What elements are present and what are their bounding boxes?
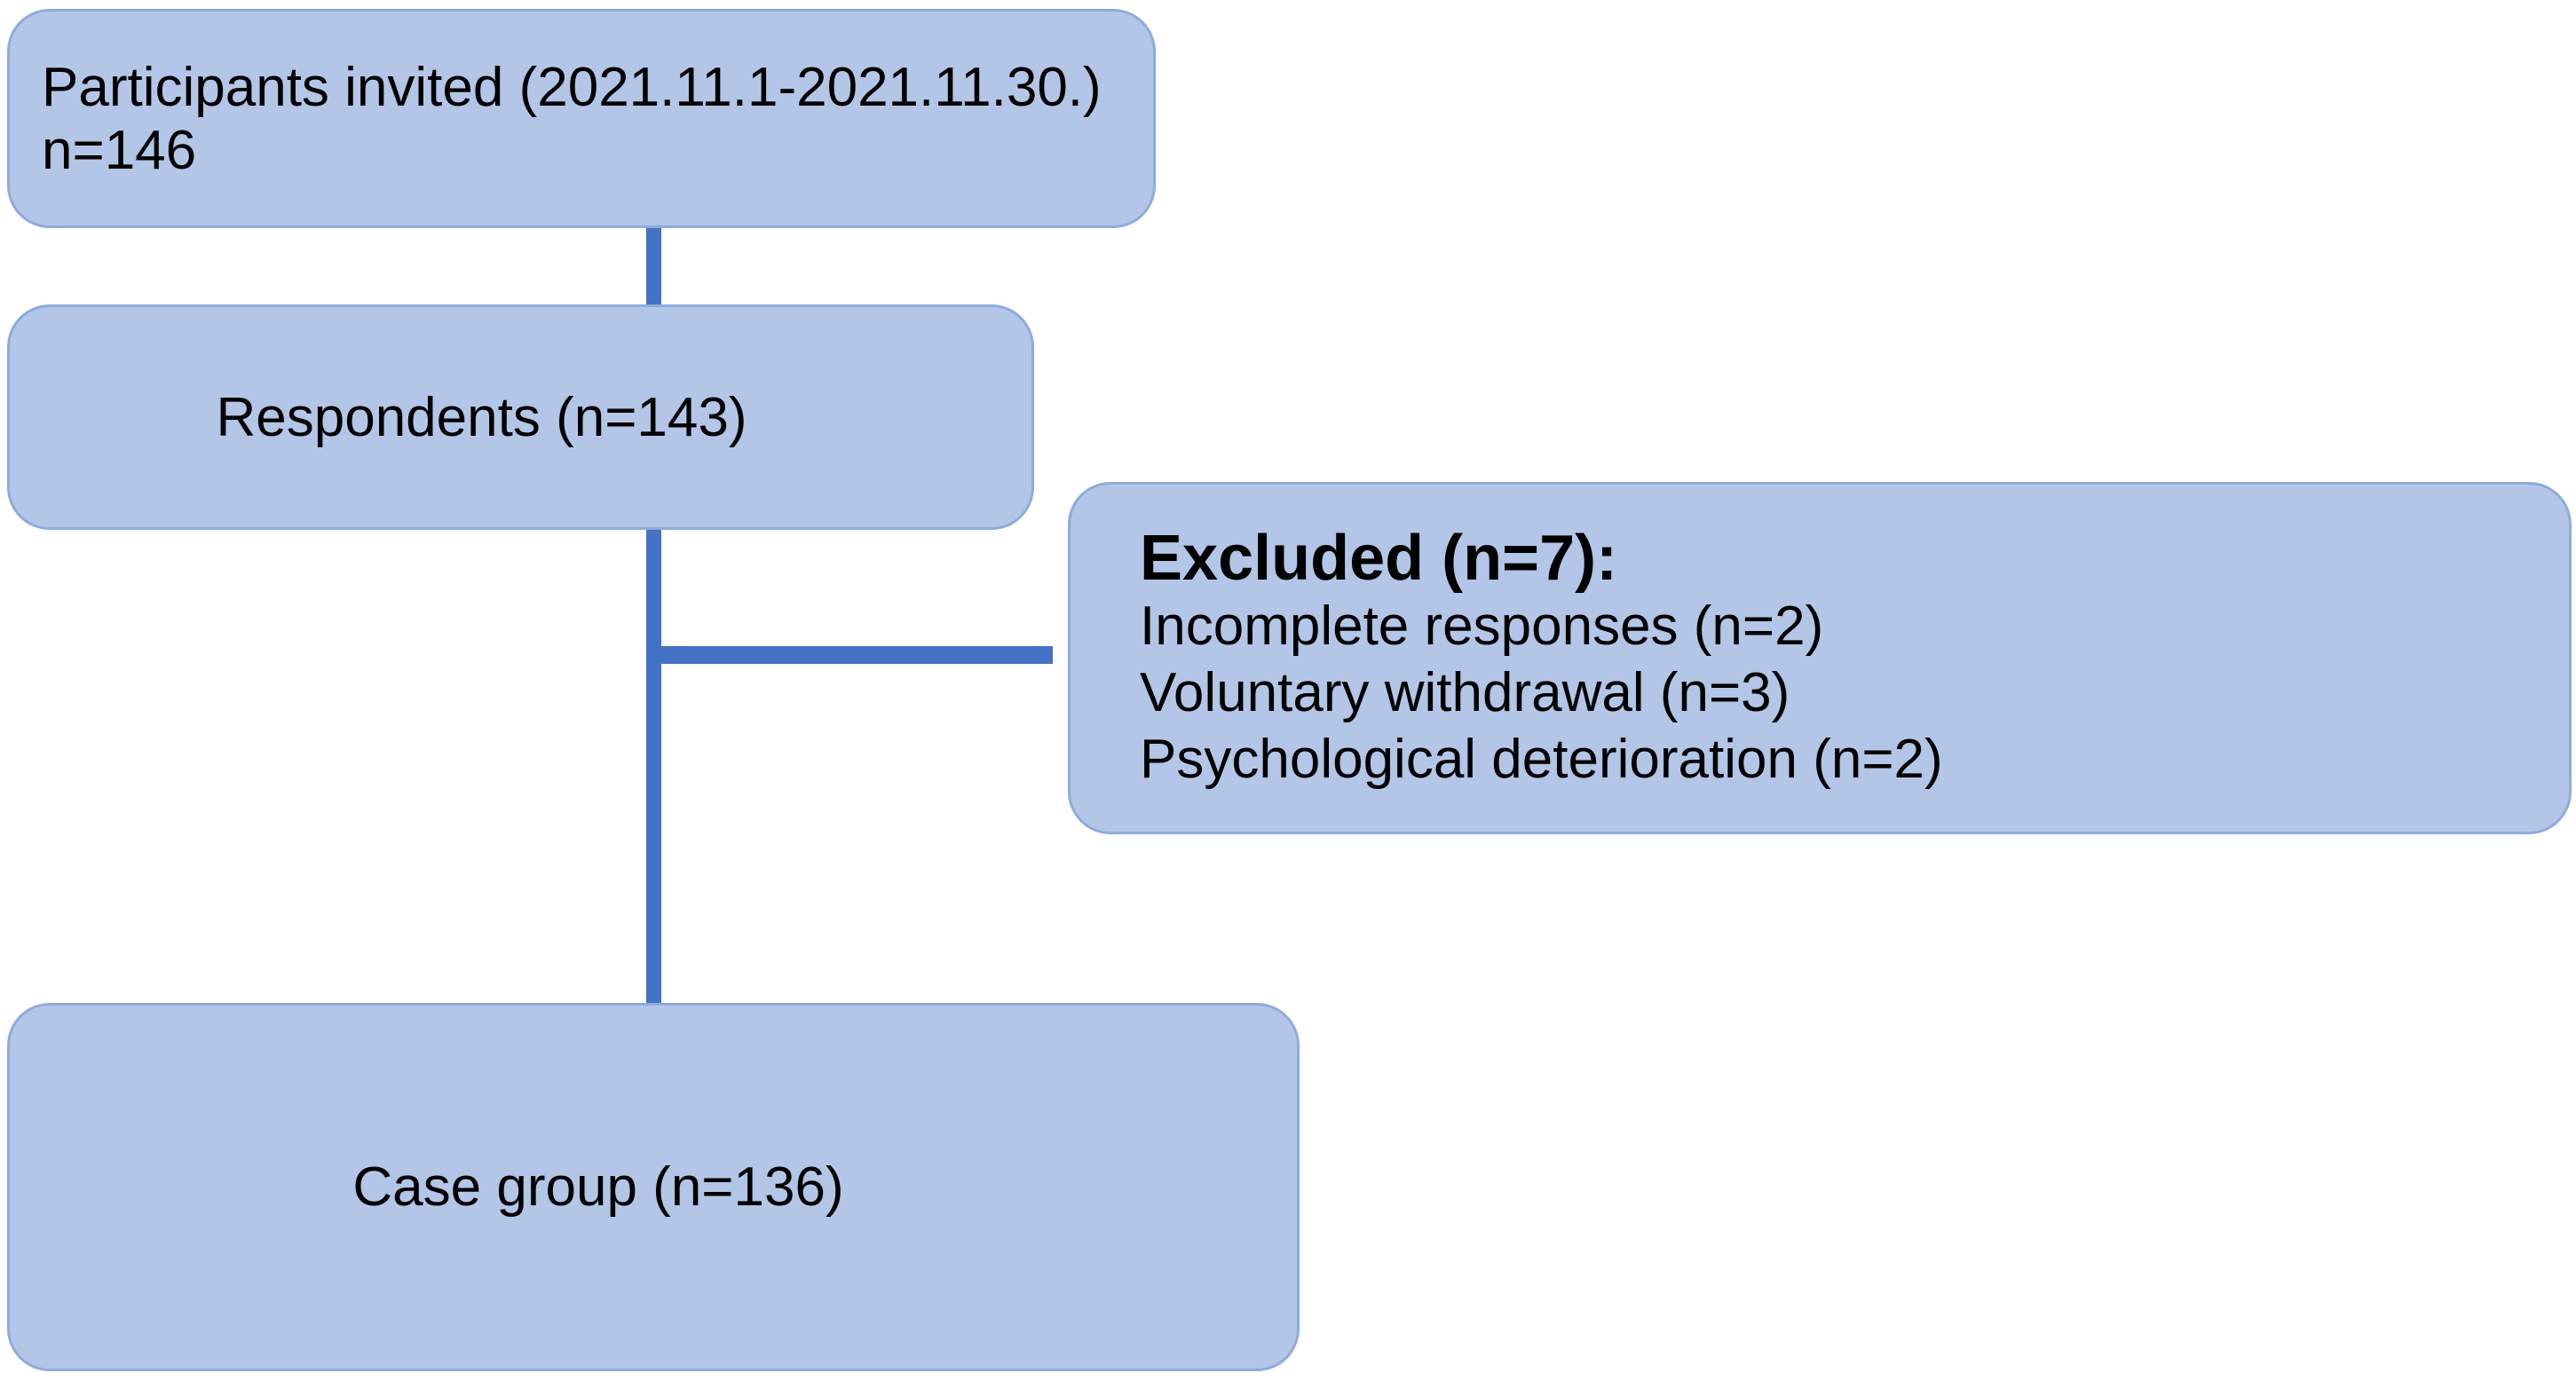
excluded-heading: Excluded (n=7):: [1140, 523, 1618, 594]
excluded-item-voluntary-withdrawal: Voluntary withdrawal (n=3): [1140, 662, 1790, 723]
box-respondents: Respondents (n=143): [7, 304, 1034, 530]
connector-invited-to-respondents: [646, 222, 661, 311]
box-case-group: Case group (n=136): [7, 1003, 1300, 1371]
case-group-label: Case group (n=136): [352, 1156, 844, 1218]
connector-branch-to-excluded: [646, 646, 1053, 664]
box-participants-invited: Participants invited (2021.11.1-2021.11.…: [7, 9, 1156, 228]
participants-invited-count: n=146: [42, 119, 197, 181]
box-excluded: Excluded (n=7): Incomplete responses (n=…: [1068, 482, 2572, 834]
excluded-item-psychological-deterioration: Psychological deterioration (n=2): [1140, 729, 1943, 790]
participants-invited-label: Participants invited (2021.11.1-2021.11.…: [42, 56, 1102, 118]
respondents-label: Respondents (n=143): [216, 386, 747, 448]
excluded-item-incomplete-responses: Incomplete responses (n=2): [1140, 596, 1824, 657]
connector-respondents-to-casegroup: [646, 525, 661, 1009]
